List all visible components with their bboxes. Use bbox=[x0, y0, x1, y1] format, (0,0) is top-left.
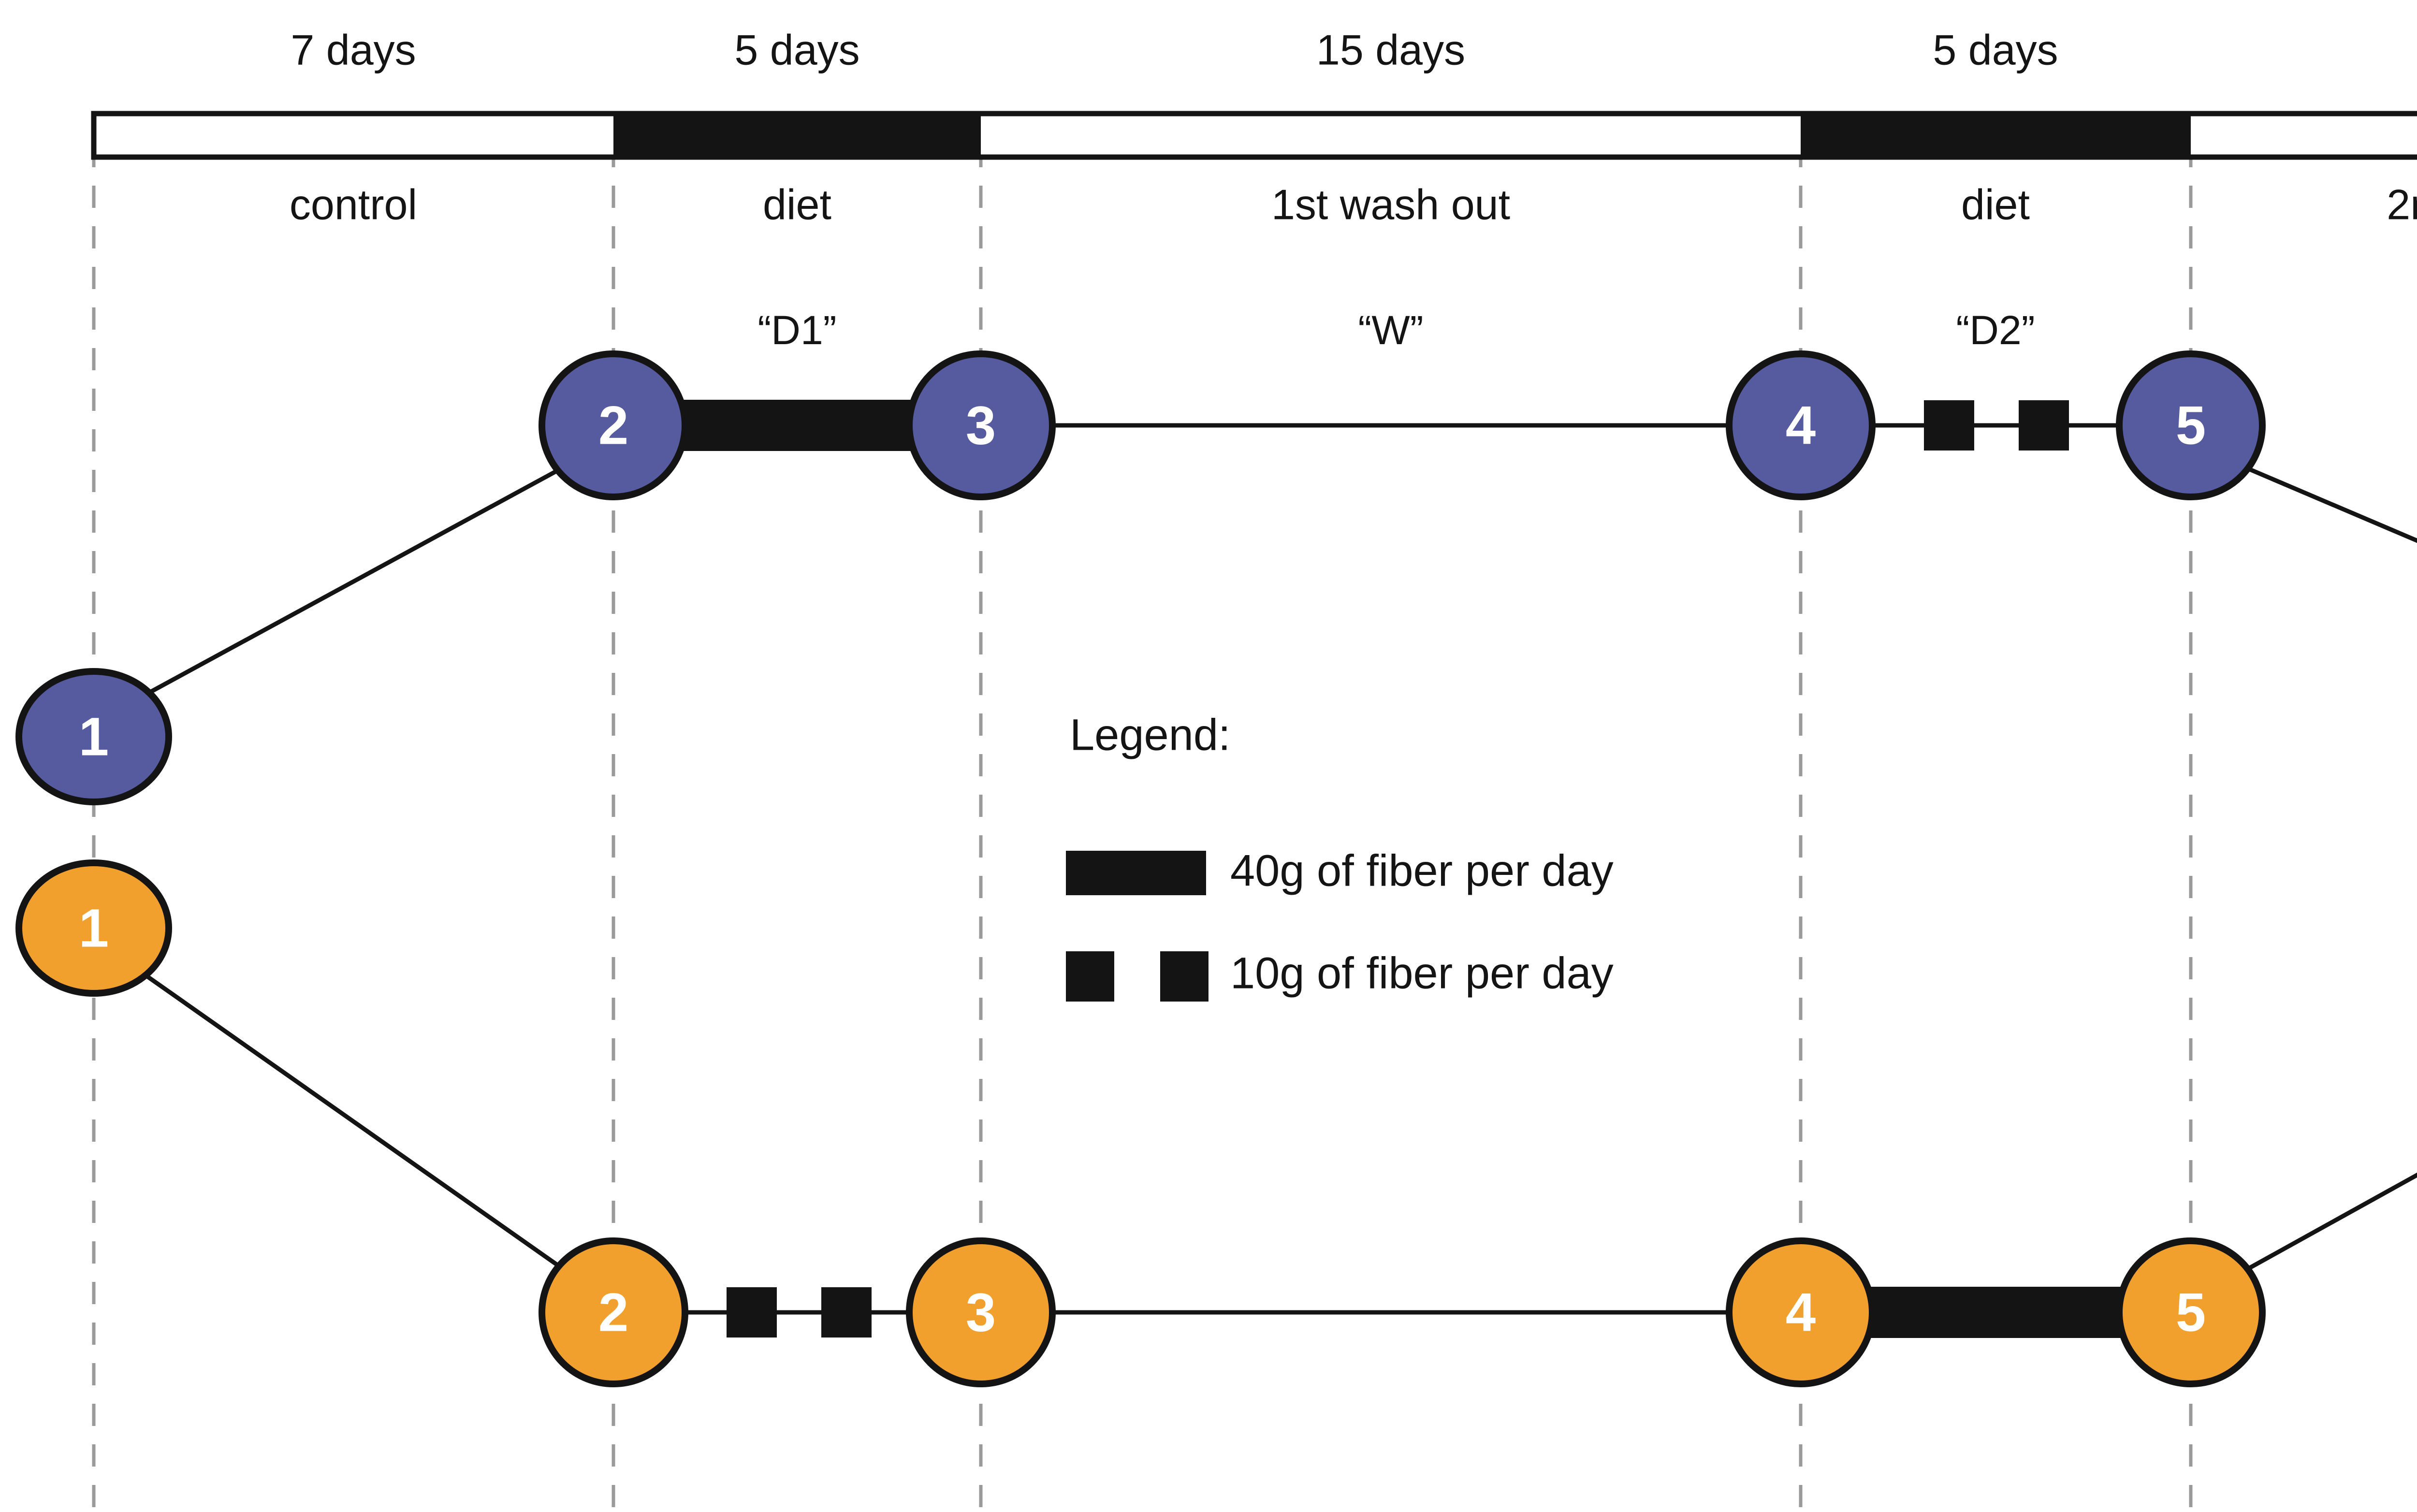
phase-labels: control diet 1st wash out diet 2nd wash … bbox=[290, 180, 2417, 228]
period-label-d1: “D1” bbox=[757, 307, 836, 353]
arm-blue-links bbox=[128, 400, 2417, 705]
link-orange-2-3-dash-a bbox=[727, 1287, 777, 1338]
arm-orange-links bbox=[125, 960, 2417, 1338]
link-blue-4-5-dash-a bbox=[1924, 400, 1974, 451]
node-orange-5[interactable]: 5 bbox=[2116, 1237, 2266, 1387]
legend: Legend: 40g of fiber per day 10g of fibe… bbox=[1066, 710, 1614, 1002]
timeline-bar bbox=[91, 111, 2417, 160]
arm-orange-nodes: 1 2 3 4 5 6 bbox=[15, 859, 2266, 1387]
node-orange-3[interactable]: 3 bbox=[906, 1237, 1056, 1387]
legend-swatch-solid-bar-icon bbox=[1066, 851, 1206, 895]
legend-swatch-dashed-bar-icon-a bbox=[1066, 951, 1114, 1002]
duration-label-diet-2: 5 days bbox=[1933, 26, 2058, 73]
period-label-d2: “D2” bbox=[1956, 307, 2035, 353]
node-orange-4-label: 4 bbox=[1786, 1282, 1816, 1343]
node-orange-2-label: 2 bbox=[598, 1282, 628, 1343]
node-blue-5-label: 5 bbox=[2176, 395, 2206, 456]
legend-title: Legend: bbox=[1070, 710, 1231, 759]
node-blue-3-shape[interactable] bbox=[906, 350, 1056, 500]
link-orange-4-5-bar40 bbox=[1837, 1287, 2156, 1338]
legend-swatch-dashed-bar-icon-b bbox=[1160, 951, 1208, 1002]
link-blue-5-6 bbox=[2223, 456, 2417, 543]
duration-label-washout-1: 15 days bbox=[1316, 26, 1465, 73]
node-orange-4[interactable]: 4 bbox=[1726, 1237, 1876, 1387]
node-blue-3[interactable]: 3 bbox=[906, 350, 1056, 500]
node-blue-2-shape[interactable] bbox=[539, 350, 688, 500]
link-orange-2-3-dash-b bbox=[821, 1287, 872, 1338]
timeline-segment-control bbox=[94, 114, 613, 157]
node-orange-1-label: 1 bbox=[79, 898, 109, 959]
node-orange-2-shape[interactable] bbox=[539, 1237, 688, 1387]
node-orange-1-shape[interactable] bbox=[15, 859, 172, 997]
duration-labels: 7 days 5 days 15 days 5 days 7 days bbox=[291, 26, 2058, 73]
node-blue-1[interactable]: 1 bbox=[15, 668, 172, 805]
period-label-w: “W” bbox=[1358, 307, 1423, 353]
arm-blue-nodes: 1 2 3 4 5 6 bbox=[15, 350, 2266, 805]
node-blue-1-label: 1 bbox=[79, 707, 109, 767]
node-orange-3-label: 3 bbox=[966, 1282, 996, 1343]
link-orange-1-2 bbox=[125, 960, 582, 1283]
link-blue-4-5-dash-b bbox=[2019, 400, 2069, 451]
timeline-segment-washout-1 bbox=[981, 114, 1801, 157]
timeline-segment-diet-2 bbox=[1801, 114, 2191, 157]
node-blue-1-shape[interactable] bbox=[15, 668, 172, 805]
node-blue-3-label: 3 bbox=[966, 395, 996, 456]
link-blue-1-2 bbox=[128, 456, 582, 705]
node-orange-3-shape[interactable] bbox=[906, 1237, 1056, 1387]
timeline-segment-diet-1 bbox=[613, 114, 981, 157]
timeline-frame bbox=[91, 111, 2417, 160]
legend-label-fiber-10: 10g of fiber per day bbox=[1230, 948, 1614, 998]
period-code-labels: “D1” “W” “D2” bbox=[757, 307, 2035, 353]
phase-label-diet-1: diet bbox=[763, 180, 831, 228]
phase-label-control: control bbox=[290, 180, 417, 228]
duration-label-diet-1: 5 days bbox=[734, 26, 859, 73]
node-orange-4-shape[interactable] bbox=[1726, 1237, 1876, 1387]
link-orange-5-6 bbox=[2225, 1172, 2417, 1283]
node-orange-2[interactable]: 2 bbox=[539, 1237, 688, 1387]
phase-label-washout-2: 2nd wash out bbox=[2387, 180, 2417, 228]
legend-label-fiber-40: 40g of fiber per day bbox=[1230, 846, 1614, 895]
node-blue-5[interactable]: 5 bbox=[2116, 350, 2266, 500]
node-blue-4-label: 4 bbox=[1786, 395, 1816, 456]
node-blue-2-label: 2 bbox=[598, 395, 628, 456]
node-blue-2[interactable]: 2 bbox=[539, 350, 688, 500]
timeline-segment-washout-2 bbox=[2191, 114, 2417, 157]
node-orange-5-shape[interactable] bbox=[2116, 1237, 2266, 1387]
node-orange-5-label: 5 bbox=[2176, 1282, 2206, 1343]
phase-label-washout-1: 1st wash out bbox=[1271, 180, 1510, 228]
node-blue-4[interactable]: 4 bbox=[1726, 350, 1876, 500]
node-blue-4-shape[interactable] bbox=[1726, 350, 1876, 500]
link-blue-2-3-bar40 bbox=[648, 400, 947, 451]
phase-label-diet-2: diet bbox=[1961, 180, 2030, 228]
node-blue-5-shape[interactable] bbox=[2116, 350, 2266, 500]
duration-label-control: 7 days bbox=[291, 26, 416, 73]
node-orange-1[interactable]: 1 bbox=[15, 859, 172, 997]
